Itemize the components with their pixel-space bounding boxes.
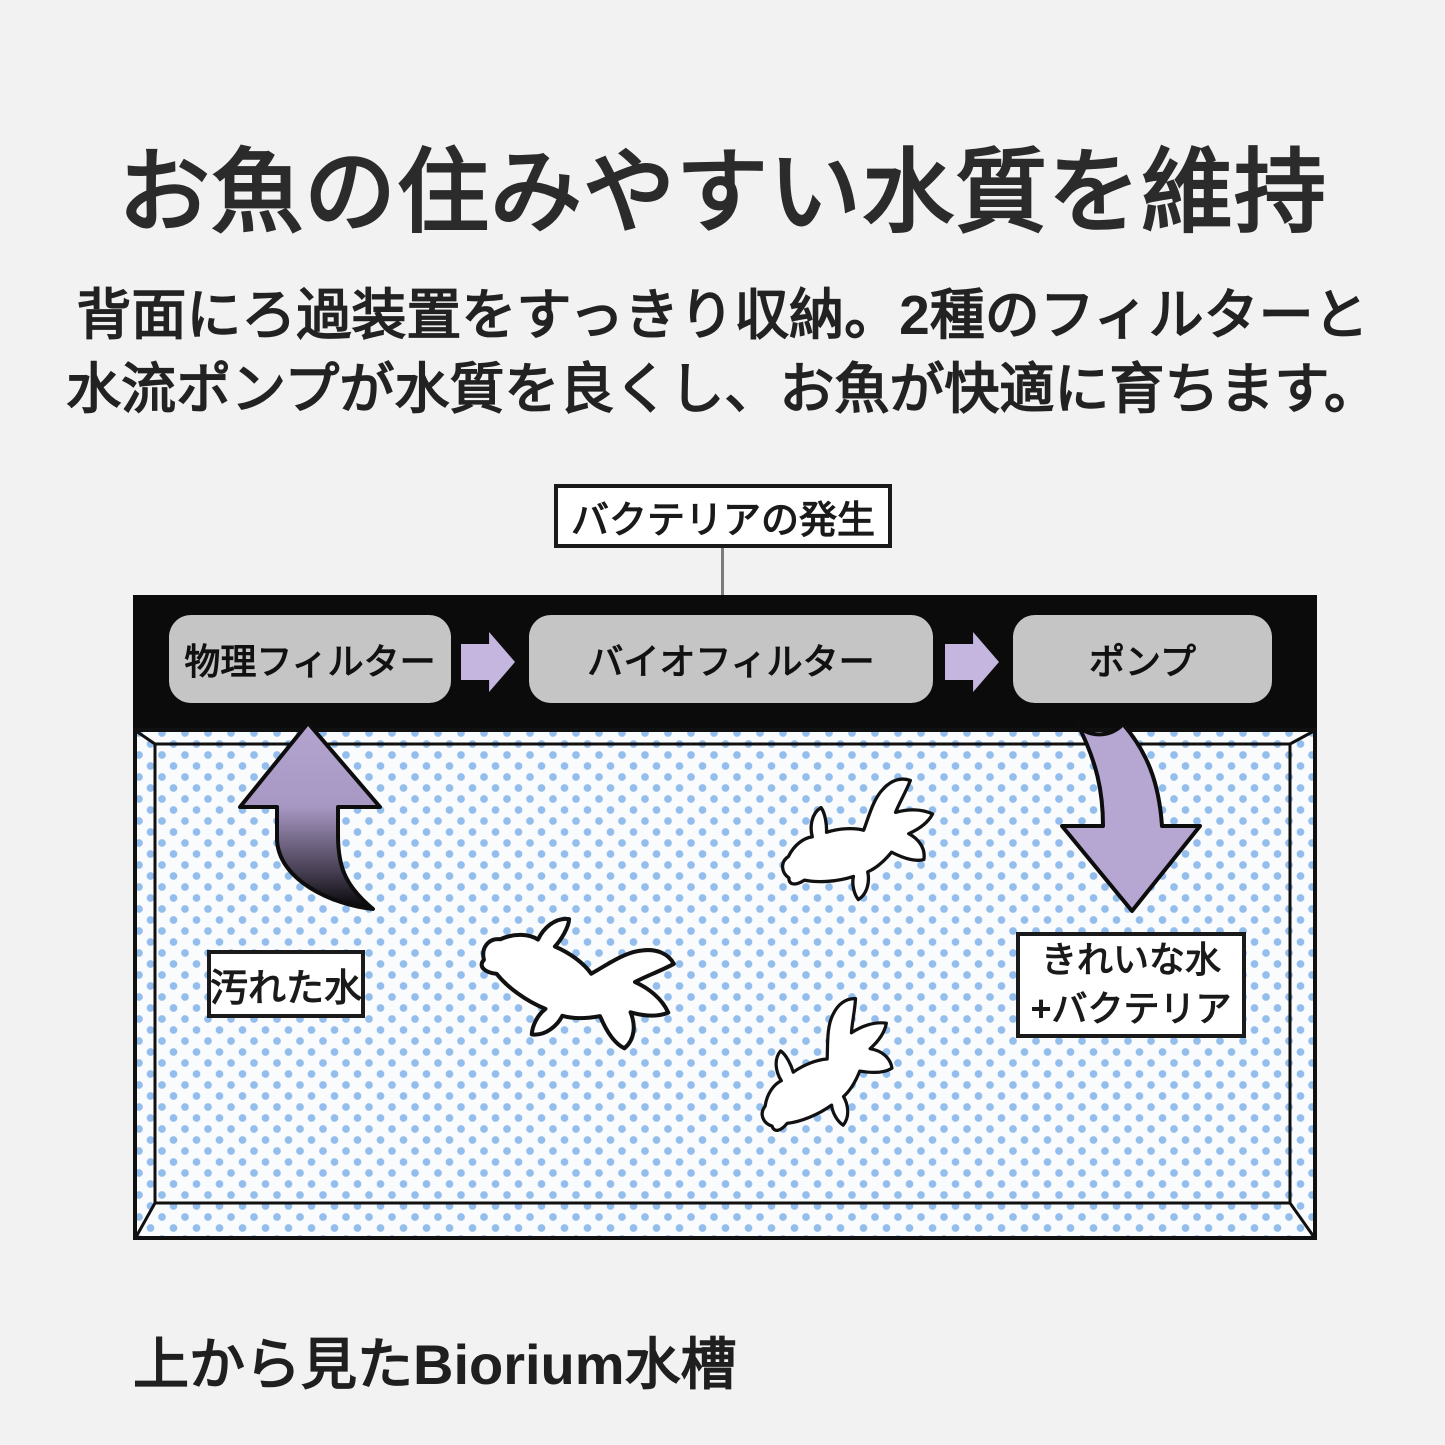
dirty-water-up-arrow-icon [238,721,382,911]
filtration-bar: 物理フィルター バイオフィルター ポンプ [133,595,1317,728]
subtitle-line-2: 水流ポンプが水質を良くし、お魚が快適に育ちます。 [66,358,1379,420]
flow-right-arrow-icon [945,632,999,692]
flow-step-physical-filter: 物理フィルター [169,615,451,703]
bacteria-callout-label: バクテリアの発生 [554,484,892,548]
page-title: お魚の住みやすい水質を維持 [117,142,1327,244]
clean-water-label: きれいな水 +バクテリア [1016,932,1246,1038]
flow-right-arrow-icon [461,632,515,692]
subtitle-line-1: 背面にろ過装置をすっきり収納。2種のフィルターと [76,284,1369,346]
clean-water-down-arrow-icon [1060,722,1202,913]
clean-water-label-line1: きれいな水 [1040,939,1221,981]
diagram-caption: 上から見たBiorium水槽 [133,1333,737,1396]
clean-water-label-line2: +バクテリア [1030,988,1232,1029]
dirty-water-label: 汚れた水 [207,950,365,1018]
flow-step-bio-filter: バイオフィルター [529,615,933,703]
tank-frame-lines [133,728,1317,1240]
flow-step-pump: ポンプ [1013,615,1272,703]
callout-connector-line [721,548,724,618]
